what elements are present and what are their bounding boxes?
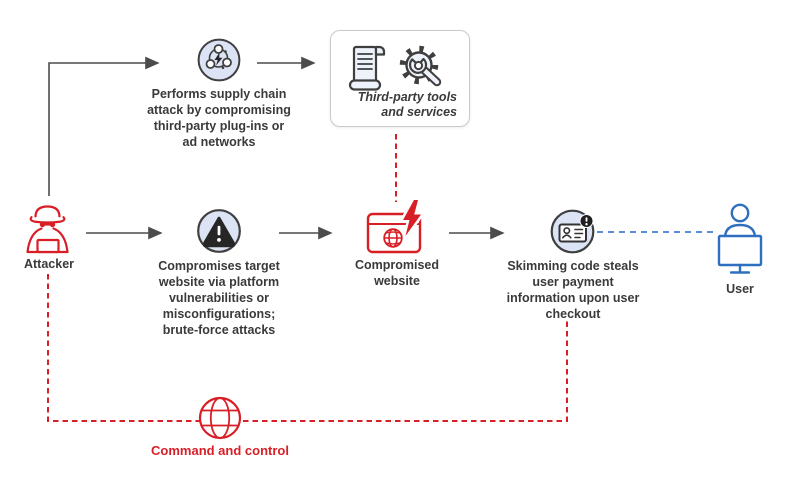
command-and-control-label: Command and control <box>151 443 289 458</box>
supply-chain-network-icon <box>197 38 241 82</box>
scroll-icon <box>348 45 386 91</box>
compromised-website-label: Compromised website <box>354 258 440 288</box>
lightning-bolt-glyph <box>403 200 421 236</box>
attacker-to-supply-chain-arrow <box>48 56 160 196</box>
supply-chain-step-label: Performs supply chain attack by compromi… <box>147 87 291 149</box>
skimming-step-label: Skimming code steals user payment inform… <box>506 259 640 321</box>
attacker-icon <box>26 205 69 254</box>
person-at-monitor-icon <box>717 203 763 274</box>
warning-triangle-icon <box>197 209 241 253</box>
command-and-control-dashed-path <box>47 274 568 422</box>
attacker-label: Attacker <box>23 257 75 271</box>
attacker-glasses <box>39 221 56 228</box>
third-party-label: Third-party tools and services <box>357 90 457 119</box>
browser-lightning-icon <box>366 198 424 254</box>
lightning-bolt-glyph <box>214 52 223 66</box>
gear-wrench-icon <box>399 45 442 87</box>
id-card-alert-icon <box>550 209 595 254</box>
globe-icon <box>198 396 242 440</box>
compromise-step-label: Compromises target website via platform … <box>158 259 280 337</box>
third-party-box: Third-party tools and services <box>330 30 470 127</box>
user-label: User <box>726 282 754 296</box>
